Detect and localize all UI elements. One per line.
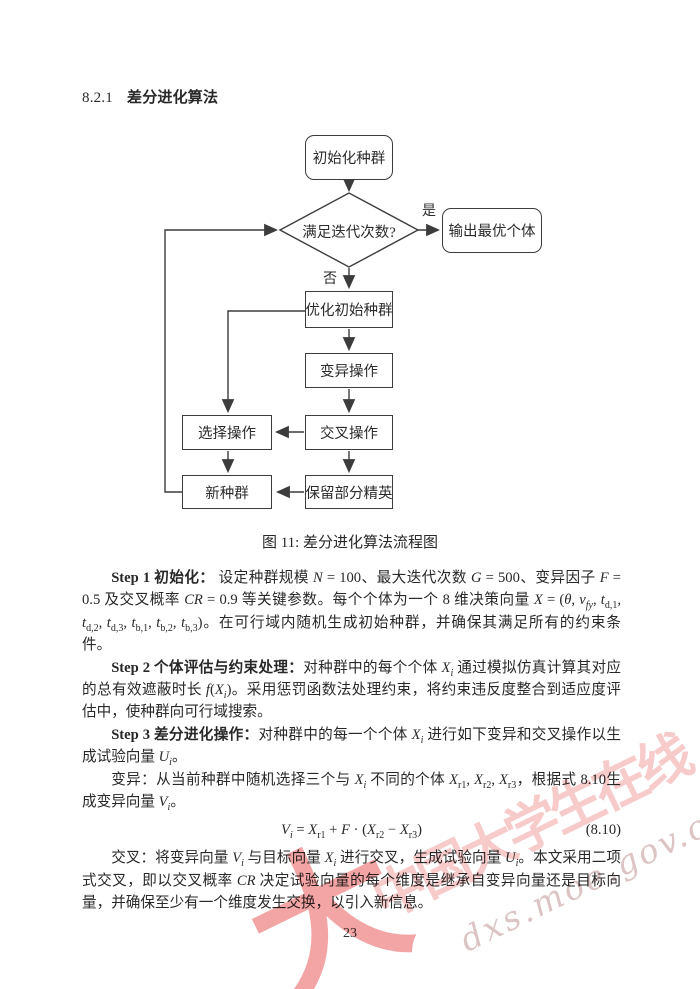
- arrow-newpop-to-decision: [164, 223, 279, 493]
- body-text: Step 1 初始化： 设定种群规模 N = 100、最大迭代次数 G = 50…: [82, 567, 621, 915]
- node-selection-operation: 选择操作: [182, 415, 272, 450]
- node-initialize-population: 初始化种群: [305, 135, 393, 180]
- node-iteration-check-label: 满足迭代次数?: [302, 225, 396, 241]
- paragraph-step2: Step 2 个体评估与约束处理：对种群中的每个个体 Xi 通过模拟仿真计算其对…: [82, 659, 622, 721]
- node-mutation-operation: 变异操作: [305, 353, 393, 388]
- section-number: 8.2.1: [82, 90, 113, 106]
- section-heading: 8.2.1 差分进化算法: [82, 86, 218, 107]
- node-optimize-initial-population: 优化初始种群: [305, 291, 393, 328]
- edge-label-yes: 是: [422, 204, 436, 219]
- page-number: 23: [343, 926, 357, 941]
- arrow-optimize-to-selection: [221, 310, 305, 414]
- flowchart-figure: 初始化种群 满足迭代次数? 输出最优个体 优化初始种群 变异操作 交叉操作 选择…: [164, 135, 542, 551]
- equation-tag: (8.10): [585, 822, 621, 839]
- edge-label-no: 否: [323, 272, 337, 287]
- paragraph-mutation: 变异：从当前种群中随机选择三个与 Xi 不同的个体 Xr1, Xr2, Xr3，…: [82, 771, 621, 813]
- figure-caption: 图 11: 差分进化算法流程图: [261, 535, 439, 551]
- section-title: 差分进化算法: [127, 90, 219, 106]
- paragraph-step1: Step 1 初始化： 设定种群规模 N = 100、最大迭代次数 G = 50…: [82, 570, 621, 654]
- flowchart-connectors: [164, 178, 441, 499]
- equation-formula: Vi = Xr1 + F · (Xr2 − Xr3): [281, 822, 422, 842]
- paragraph-step3: Step 3 差分进化操作：对种群中的每一个个体 Xi 进行如下变异和交叉操作以…: [82, 726, 622, 769]
- node-output-best-individual: 输出最优个体: [442, 208, 542, 253]
- node-new-population: 新种群: [182, 475, 272, 509]
- node-crossover-operation: 交叉操作: [305, 415, 393, 450]
- node-keep-elites: 保留部分精英: [305, 475, 393, 509]
- paragraph-crossover: 交叉：将变异向量 Vi 与目标向量 Xi 进行交叉，生成试验向量 Ui。本文采用…: [82, 850, 621, 912]
- equation-8-10: Vi = Xr1 + F · (Xr2 − Xr3) (8.10): [82, 817, 621, 843]
